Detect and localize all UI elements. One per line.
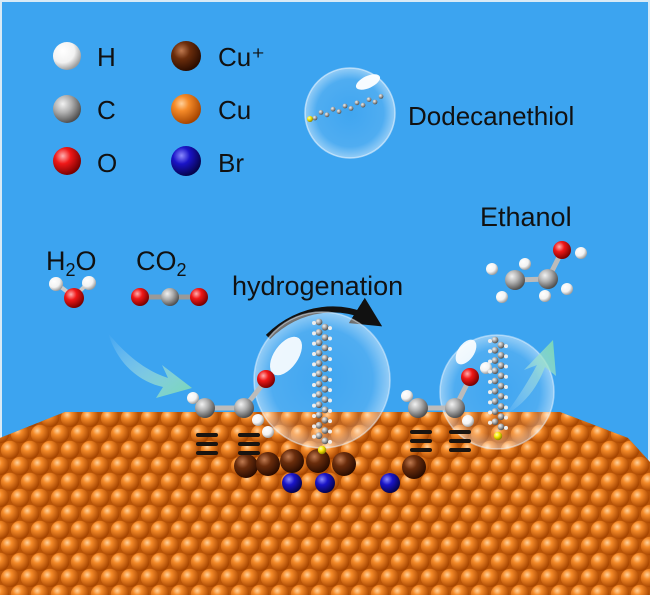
- intermediate-left: [187, 370, 275, 438]
- water-label: H2O: [46, 246, 97, 280]
- process-label: hydrogenation: [232, 271, 403, 301]
- co2-molecule: [131, 288, 208, 306]
- cu-plus-icon: [171, 41, 201, 71]
- legend-label-br: Br: [218, 148, 244, 178]
- bond-stacks: [196, 430, 471, 455]
- water-molecule: [49, 276, 96, 308]
- legend-label-cu: Cu: [218, 95, 251, 125]
- product-label: Ethanol: [480, 202, 572, 232]
- co2-label: CO2: [136, 246, 187, 280]
- dodecanethiol-bubble-icon: [304, 67, 396, 159]
- carbon-icon: [53, 95, 81, 123]
- oxygen-icon: [53, 147, 81, 175]
- legend: H C O Cu⁺ Cu Br Dodecanethiol: [53, 41, 574, 178]
- legend-label-cu-plus: Cu⁺: [218, 42, 265, 72]
- bromine-icon: [171, 146, 201, 176]
- ethanol-molecule: [486, 241, 587, 303]
- legend-label-dodecanethiol: Dodecanethiol: [408, 101, 574, 131]
- dodecanethiol-chain-right: [488, 336, 508, 441]
- legend-label-c: C: [97, 95, 116, 125]
- green-arrow-icon: [108, 333, 192, 398]
- cu-plus-br-cluster: [234, 449, 426, 493]
- hydrogen-icon: [53, 42, 81, 70]
- dodecanethiol-chain-main: [312, 318, 332, 455]
- legend-label-o: O: [97, 148, 117, 178]
- copper-icon: [171, 94, 201, 124]
- green-arrow-up-icon: [505, 340, 556, 415]
- legend-label-h: H: [97, 42, 116, 72]
